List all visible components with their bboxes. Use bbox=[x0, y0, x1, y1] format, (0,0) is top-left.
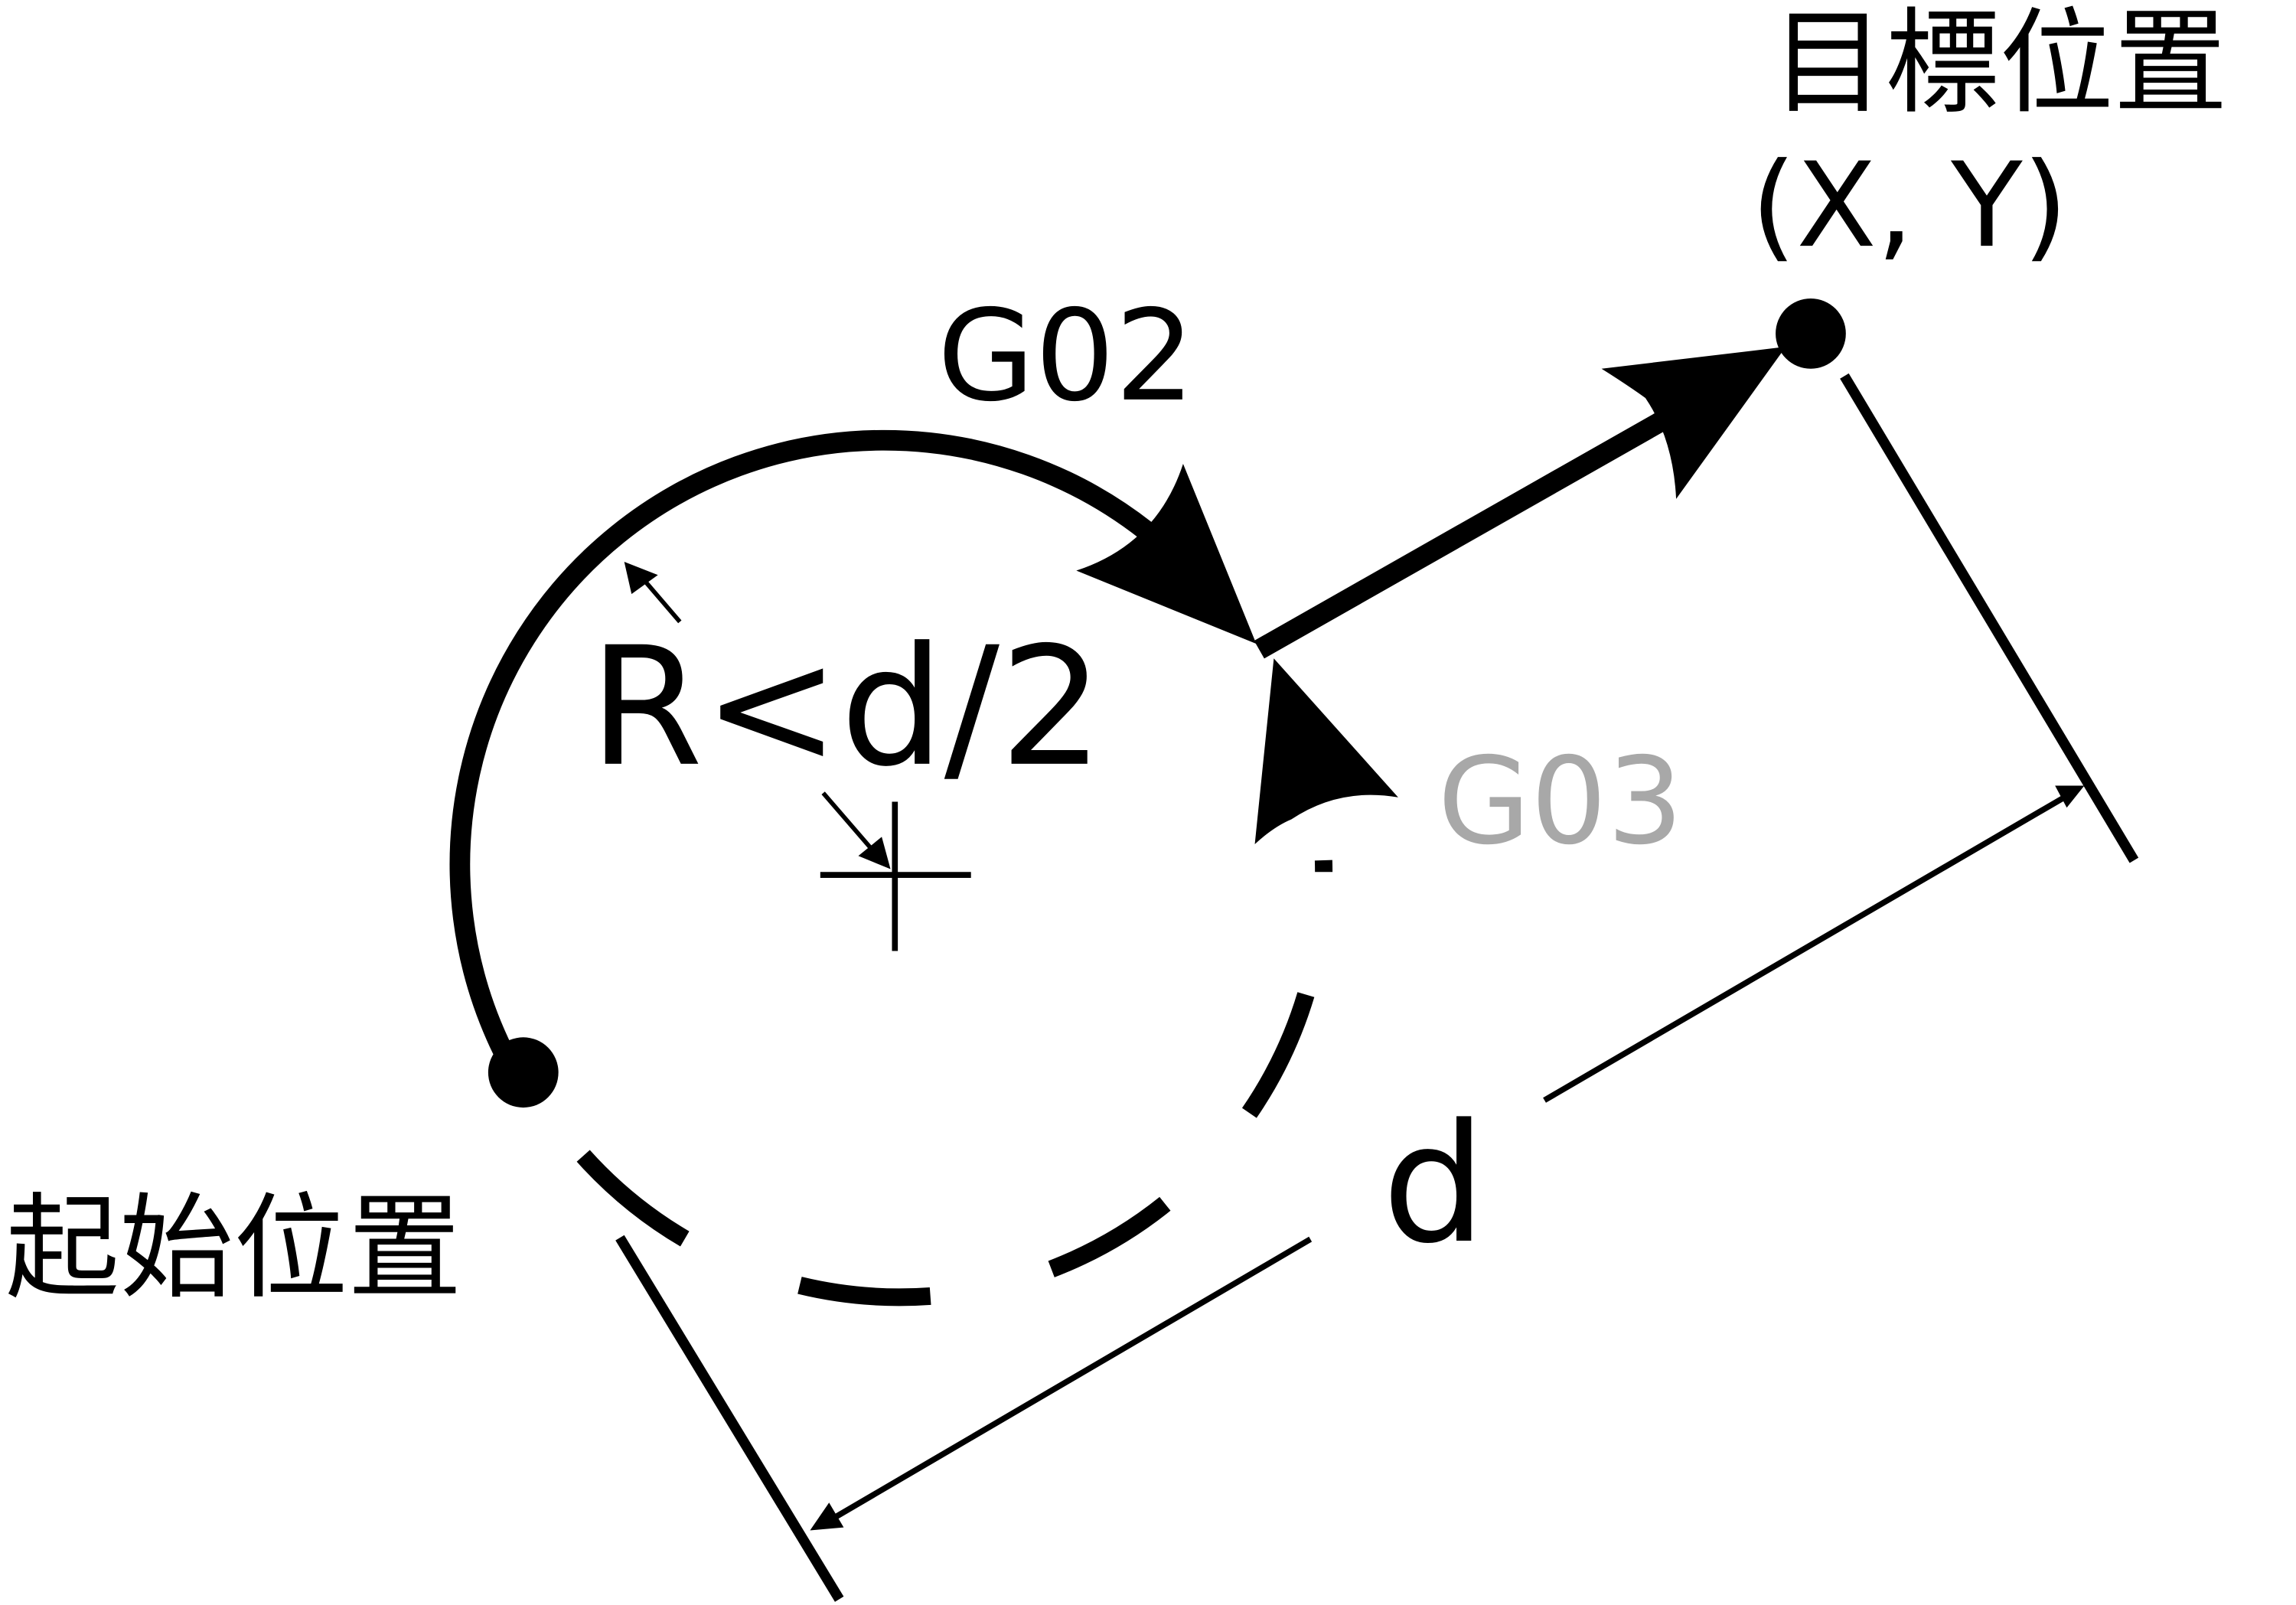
g03-label: G03 bbox=[1437, 732, 1683, 871]
g03-arc bbox=[576, 860, 1333, 1307]
dimension-line-upper bbox=[1543, 793, 2069, 1103]
g02-arrowhead bbox=[1076, 463, 1257, 644]
dimension-arrow-upper bbox=[2055, 785, 2085, 808]
dimension-arrow-lower bbox=[810, 1502, 844, 1531]
radius-leader-lower bbox=[821, 791, 881, 860]
start-point bbox=[488, 1037, 559, 1108]
distance-label: d bbox=[1382, 1089, 1486, 1280]
extension-line-start bbox=[615, 1235, 844, 1602]
target-point bbox=[1776, 298, 1846, 369]
extension-line-target bbox=[1840, 373, 2139, 863]
linear-arrowhead bbox=[1601, 347, 1786, 499]
target-coords-label: (X, Y) bbox=[1751, 138, 2069, 274]
start-position-label: 起始位置 bbox=[5, 1183, 461, 1315]
g02-arc bbox=[449, 429, 1153, 1055]
linear-path bbox=[1254, 408, 1675, 659]
radius-condition-label: R<d/2 bbox=[589, 612, 1104, 803]
radius-arrow-lower bbox=[858, 837, 891, 869]
target-position-label: 目標位置 bbox=[1771, 0, 2227, 130]
radius-arrow-upper bbox=[624, 562, 658, 595]
g03-arrowhead bbox=[1254, 658, 1398, 844]
g02-label: G02 bbox=[938, 282, 1195, 429]
dimension-line-lower bbox=[826, 1236, 1313, 1525]
